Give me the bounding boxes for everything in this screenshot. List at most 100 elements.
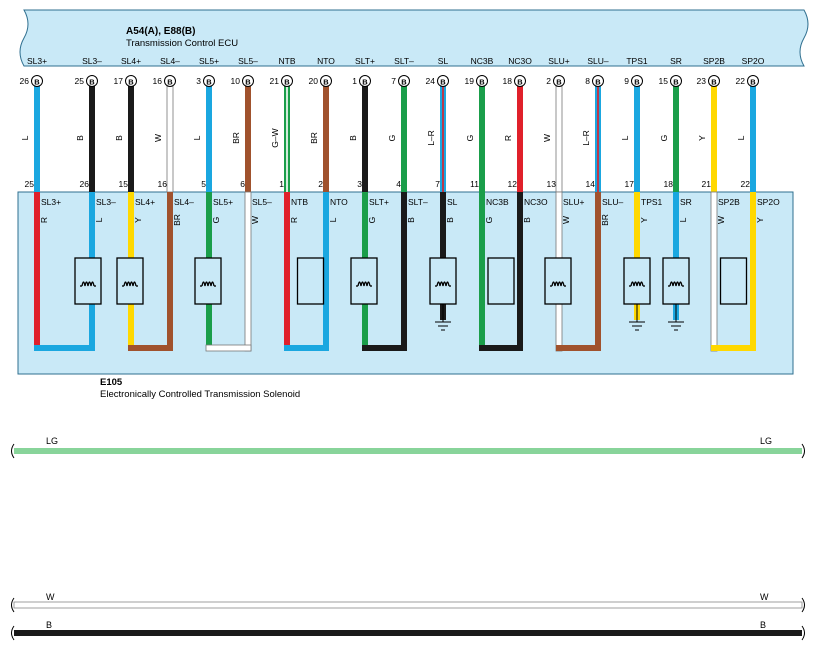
coil-icon <box>357 281 371 287</box>
wire-color-label-19: L <box>736 135 746 140</box>
wire-top-SP2O <box>750 82 756 192</box>
wire-top-SL4+ <box>128 82 134 192</box>
pin-number-bottom-11: 7 <box>435 179 440 189</box>
connector-badge-icon <box>125 75 137 87</box>
solenoid-terminal-label-9: SLT+ <box>369 197 389 207</box>
solenoid-slu-icon <box>544 257 572 305</box>
sensor-nc3-box <box>487 257 515 305</box>
solenoid-box <box>194 257 222 305</box>
wire-loop-2-3 <box>128 345 173 351</box>
solenoid-sr-icon <box>662 257 690 305</box>
wire-color-label-16: L <box>620 135 630 140</box>
solenoid-sl-icon <box>429 257 457 305</box>
inner-wire-label-19: Y <box>755 217 765 223</box>
wire-top-SLT– <box>401 82 407 192</box>
inner-wire-label-3: Y <box>133 217 143 223</box>
pin-number-bottom-5: 5 <box>201 179 206 189</box>
wire-inner-15 <box>595 192 601 351</box>
pin-number-top-15: 8 <box>585 76 590 86</box>
solenoid-terminal-label-1: SL3+ <box>41 197 61 207</box>
bus-w-label-left: W <box>46 592 55 602</box>
terminal-label-9: SLT+ <box>355 56 375 66</box>
wire-inner-7 <box>284 192 290 351</box>
badge-letter: B <box>401 78 407 87</box>
pin-number-bottom-16: 17 <box>625 179 635 189</box>
badge-letter: B <box>245 78 251 87</box>
pin-number-top-4: 16 <box>153 76 163 86</box>
wire-color-label-8: BR <box>309 132 319 144</box>
connector-badge-icon <box>242 75 254 87</box>
solenoid-terminal-label-12: NC3B <box>486 197 509 207</box>
solenoid-slt-icon <box>350 257 378 305</box>
badge-letter: B <box>167 78 173 87</box>
pin-number-bottom-15: 14 <box>586 179 596 189</box>
connector-badge-icon <box>320 75 332 87</box>
wire-color-label-7: G–W <box>270 128 280 147</box>
solenoid-terminal-label-6: SL5– <box>252 197 272 207</box>
solenoid-box <box>623 257 651 305</box>
badge-letter: B <box>34 78 40 87</box>
bus-b-label-left: B <box>46 620 52 630</box>
wire-color-label-5: L <box>192 135 202 140</box>
connector-badge-icon <box>708 75 720 87</box>
connector-badge-icon <box>359 75 371 87</box>
pin-number-top-7: 21 <box>270 76 280 86</box>
pin-number-top-19: 22 <box>736 76 746 86</box>
wire-inner-10 <box>401 192 407 351</box>
pin-number-bottom-19: 22 <box>741 179 751 189</box>
solenoid-terminal-label-14: SLU+ <box>563 197 585 207</box>
solenoid-terminal-label-10: SLT– <box>408 197 428 207</box>
bus-break-right <box>801 443 805 459</box>
inner-wire-label-11: B <box>445 217 455 223</box>
terminal-label-2: SL3– <box>82 56 102 66</box>
terminal-label-3: SL4+ <box>121 56 141 66</box>
wire-inner-19 <box>750 192 756 351</box>
badge-letter: B <box>206 78 212 87</box>
pin-number-bottom-1: 25 <box>25 179 35 189</box>
coil-icon <box>630 281 644 287</box>
inner-wire-label-18: W <box>716 216 726 224</box>
pin-number-bottom-4: 16 <box>158 179 168 189</box>
wire-inner-8 <box>323 192 329 351</box>
pin-number-bottom-2: 26 <box>80 179 90 189</box>
terminal-label-7: NTB <box>279 56 296 66</box>
wire-inner-18 <box>710 191 718 352</box>
solenoid-code: E105 <box>100 377 123 388</box>
inner-wire-label-6: W <box>250 216 260 224</box>
sensor-sp2-box <box>719 257 748 305</box>
connector-badge-icon <box>476 75 488 87</box>
coil-icon <box>551 281 565 287</box>
connector-badge-icon <box>86 75 98 87</box>
pin-number-bottom-17: 18 <box>664 179 674 189</box>
wire-color-label-10: G <box>387 135 397 142</box>
bus-line-lg: LG LG <box>11 436 805 459</box>
inner-wire-label-9: G <box>367 217 377 224</box>
bus-b-label-right: B <box>760 620 766 630</box>
badge-letter: B <box>89 78 95 87</box>
bus-line-w: W W <box>11 592 805 613</box>
connector-badge-icon <box>747 75 759 87</box>
wire-color-label-15: L–R <box>581 130 591 146</box>
ecu-code: A54(A), E88(B) <box>126 26 195 37</box>
wire-top-NTB-tracer <box>286 82 288 192</box>
wire-color-label-4: W <box>153 134 163 142</box>
solenoid-terminal-label-16: TPS1 <box>641 197 663 207</box>
wire-loop-6-7 <box>284 345 329 351</box>
badge-letter: B <box>517 78 523 87</box>
solenoid-box <box>429 257 457 305</box>
connector-badge-icon <box>398 75 410 87</box>
wire-top-SLT+ <box>362 82 368 192</box>
wire-color-label-17: G <box>659 135 669 142</box>
pin-number-top-5: 3 <box>196 76 201 86</box>
pin-number-top-9: 1 <box>352 76 357 86</box>
inner-wire-label-16: Y <box>639 217 649 223</box>
badge-letter: B <box>284 78 290 87</box>
badge-letter: B <box>440 78 446 87</box>
inner-wire-label-15: BR <box>600 214 610 226</box>
pin-number-top-14: 2 <box>546 76 551 86</box>
terminal-label-5: SL5+ <box>199 56 219 66</box>
badge-letter: B <box>556 78 562 87</box>
wire-top-SL5– <box>245 82 251 192</box>
wire-color-label-6: BR <box>231 132 241 144</box>
terminal-label-15: SLU– <box>587 56 609 66</box>
